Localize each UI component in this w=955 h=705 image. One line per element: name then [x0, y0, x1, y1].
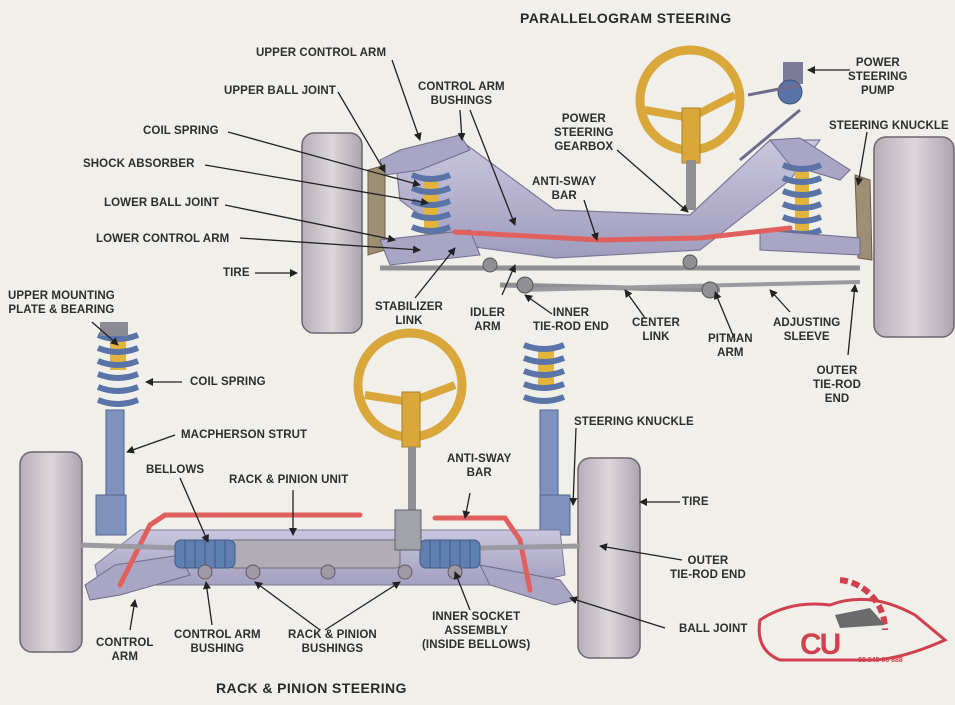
tie-rods: [519, 280, 861, 292]
label-lower-control-arm: LOWER CONTROL ARM: [96, 233, 230, 245]
left-bellows: [174, 539, 236, 569]
label-upper-ball-joint: UPPER BALL JOINT: [224, 85, 336, 97]
rack-pinion-assembly: [19, 322, 641, 659]
label-rack-pinion-unit: RACK & PINION UNIT: [229, 474, 349, 486]
rack-left-tire: [19, 451, 83, 653]
label-anti-sway-bar-bottom: ANTI-SWAY BAR: [447, 453, 512, 479]
steering-wheel-bottom: [353, 328, 467, 551]
label-power-steering-gearbox: POWER STEERING GEARBOX: [554, 113, 614, 153]
label-outer-tie-rod-end-top: OUTER TIE-ROD END: [813, 365, 861, 405]
label-rack-pinion-bushings: RACK & PINION BUSHINGS: [288, 629, 377, 655]
label-steering-knuckle-bottom: STEERING KNUCKLE: [574, 416, 694, 428]
right-tire: [873, 136, 955, 338]
label-center-link: CENTER LINK: [632, 317, 680, 343]
label-control-arm-bushing: CONTROL ARM BUSHING: [174, 629, 261, 655]
label-coil-spring-top: COIL SPRING: [143, 125, 219, 137]
label-macpherson-strut: MACPHERSON STRUT: [181, 429, 308, 441]
label-upper-mounting-plate: UPPER MOUNTING PLATE & BEARING: [8, 290, 115, 316]
rack-pinion-unit: [229, 539, 401, 569]
label-coil-spring-bottom: COIL SPRING: [190, 376, 266, 388]
parallelogram-assembly: [301, 45, 955, 338]
label-steering-knuckle-top: STEERING KNUCKLE: [829, 120, 949, 132]
parallelogram-title: PARALLELOGRAM STEERING: [520, 10, 732, 26]
leader-lines: [91, 59, 868, 631]
rack-right-tire: [577, 457, 641, 659]
label-outer-tie-rod-end-bottom: OUTER TIE-ROD END: [670, 555, 746, 581]
label-inner-socket-assembly: INNER SOCKET ASSEMBLY (INSIDE BELLOWS): [422, 611, 531, 651]
label-tire-top: TIRE: [223, 267, 250, 279]
watermark-logo: [757, 577, 948, 662]
label-shock-absorber: SHOCK ABSORBER: [83, 158, 195, 170]
rack-pinion-title: RACK & PINION STEERING: [216, 680, 407, 696]
right-bellows: [419, 539, 481, 569]
label-lower-ball-joint: LOWER BALL JOINT: [104, 197, 220, 209]
watermark-letters: CU: [800, 628, 841, 661]
lower-control-arm-right: [759, 229, 861, 256]
label-stabilizer-link: STABILIZER LINK: [375, 301, 443, 327]
label-ball-joint: BALL JOINT: [679, 623, 748, 635]
label-inner-tie-rod-end: INNER TIE-ROD END: [533, 307, 609, 333]
watermark-phone: 08 345 66 888: [858, 657, 903, 664]
left-tire: [301, 132, 363, 334]
upper-control-arm-right: [769, 137, 851, 181]
label-control-arm: CONTROL ARM: [96, 637, 154, 663]
tie-rod-right: [479, 543, 581, 551]
left-control-arm: [84, 554, 191, 601]
label-anti-sway-bar-top: ANTI-SWAY BAR: [532, 176, 597, 202]
lower-control-arm-left: [379, 229, 481, 266]
tie-rod-left: [79, 542, 181, 551]
label-upper-control-arm: UPPER CONTROL ARM: [256, 47, 387, 59]
left-macpherson-strut: [95, 322, 140, 536]
label-control-arm-bushings: CONTROL ARM BUSHINGS: [418, 81, 505, 107]
label-pitman-arm: PITMAN ARM: [708, 333, 753, 359]
right-coil-spring: [781, 162, 823, 237]
power-steering-pump: [739, 62, 803, 162]
left-coil-spring: [410, 172, 452, 247]
label-bellows: BELLOWS: [146, 464, 205, 476]
anti-sway-bar: [452, 225, 793, 243]
right-macpherson-strut: [522, 342, 571, 536]
steering-wheel-top: [635, 45, 745, 210]
label-power-steering-pump: POWER STEERING PUMP: [848, 57, 908, 97]
label-adjusting-sleeve: ADJUSTING SLEEVE: [773, 317, 841, 343]
label-idler-arm: IDLER ARM: [470, 307, 505, 333]
label-tire-bottom: TIRE: [682, 496, 709, 508]
